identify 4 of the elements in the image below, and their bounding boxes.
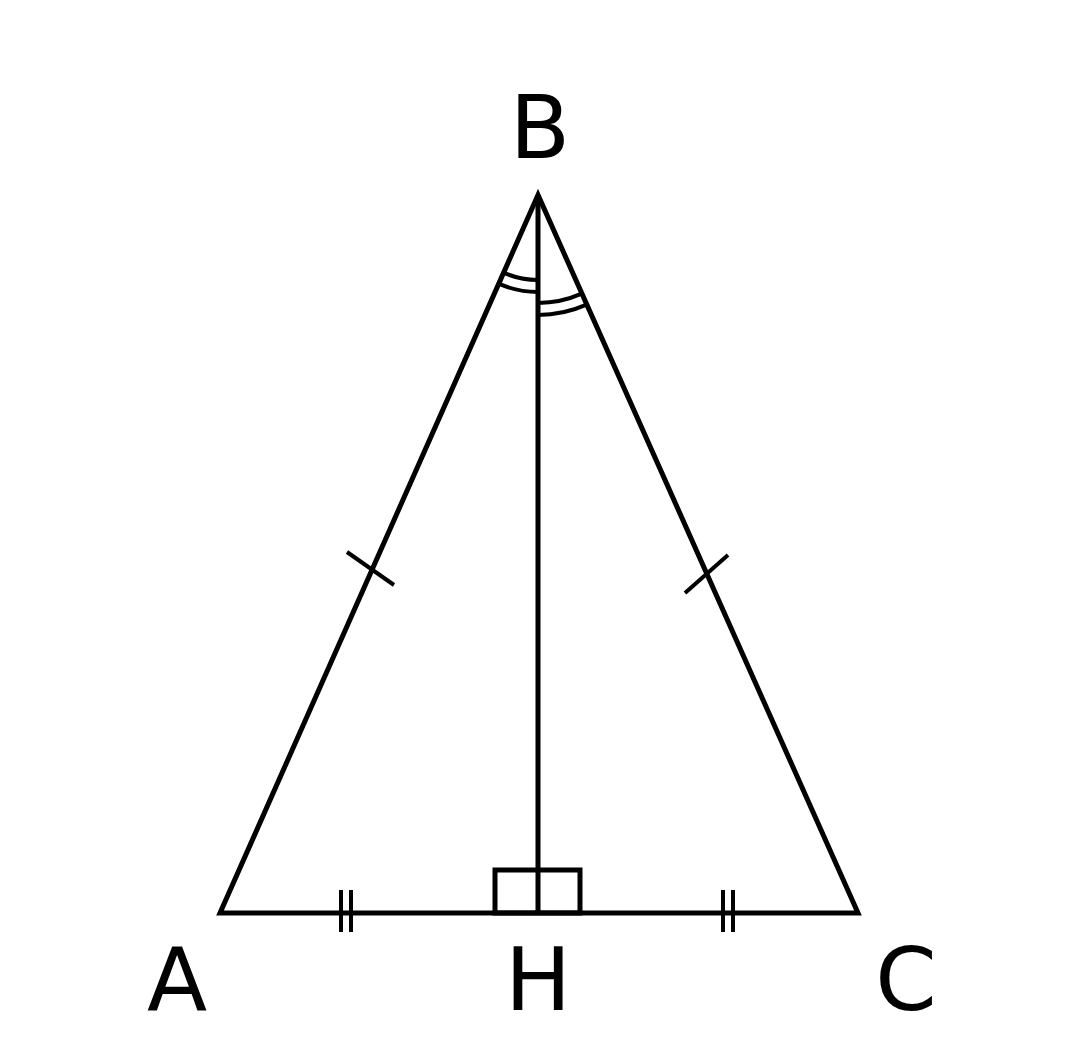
vertex-label: H [504,936,572,1024]
vertex-label: C [875,936,937,1024]
vertex-label: A [146,936,208,1024]
vertex-label: B [509,84,571,172]
